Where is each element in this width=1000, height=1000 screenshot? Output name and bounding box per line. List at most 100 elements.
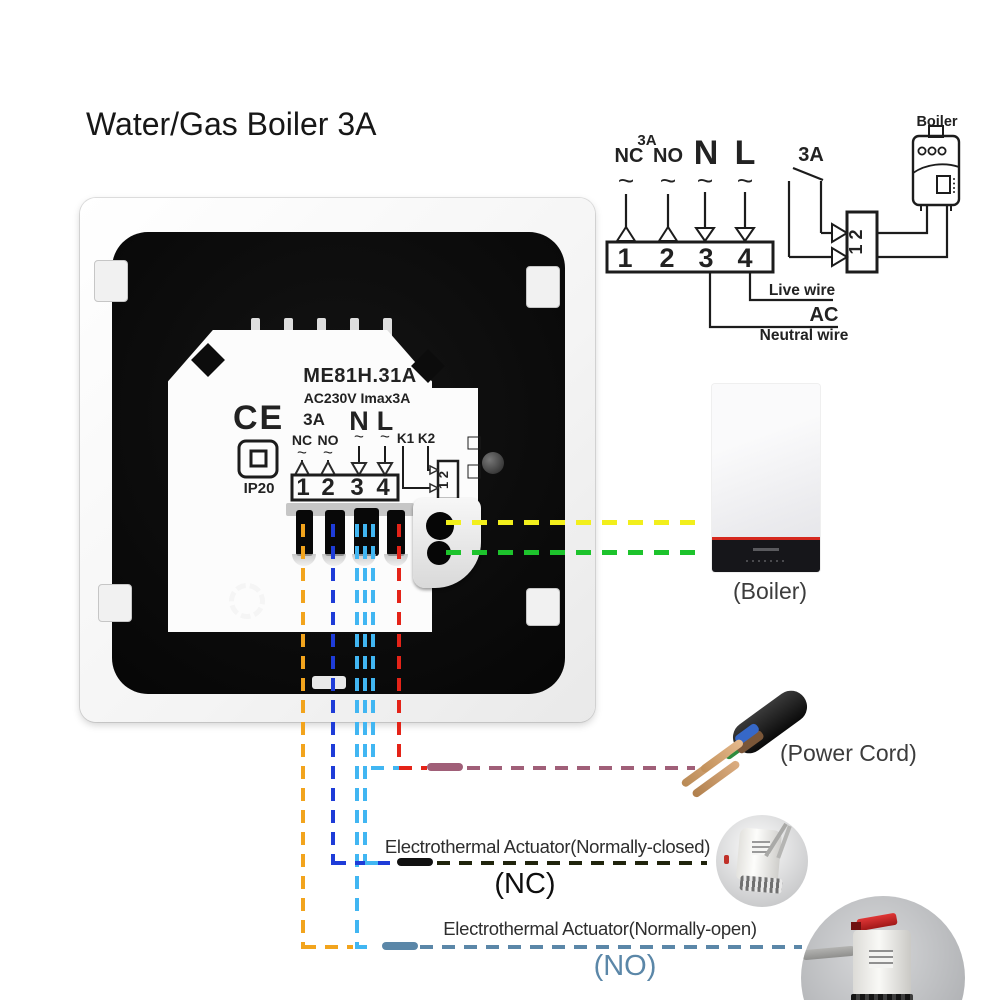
device-terminal-3: 3 (350, 474, 363, 501)
ac-tilde: ~ (354, 427, 364, 446)
mounting-tab (526, 588, 560, 626)
device-terminal-4: 4 (376, 474, 390, 501)
device-nc-label: NC (292, 432, 312, 448)
device-label-area (168, 330, 432, 632)
actuator-nc-title: Electrothermal Actuator(Normally-closed) (384, 836, 711, 857)
device-n-label: N (349, 406, 369, 436)
no-line-cyan-dash (355, 945, 367, 949)
ac-tilde: ~ (618, 165, 634, 196)
nc-line-blue-segment (333, 861, 395, 865)
terminal-2: 2 (659, 243, 674, 273)
bottom-clip (312, 676, 346, 689)
schematic-contact-rating: 3A (637, 132, 656, 149)
nc-line-connector (397, 858, 433, 866)
power-line-cyan-segment (371, 766, 400, 770)
power-cord-caption: (Power Cord) (780, 740, 917, 766)
boiler-red-stripe (712, 537, 820, 540)
device-rating: 3A (303, 410, 325, 429)
schematic-l-label: L (735, 134, 756, 172)
device-no-label: NO (318, 432, 339, 448)
terminal-3: 3 (698, 243, 713, 273)
power-line-connector (427, 763, 463, 771)
ac-label: AC (810, 304, 839, 326)
schematic-no-label: NO (653, 145, 683, 167)
wiring-schematic: NC 3A NO N L ~ ~ ~ ~ 1 2 3 4 Live wire A… (605, 114, 961, 344)
actuator-cable (801, 945, 857, 961)
switch-rating: 3A (798, 144, 824, 166)
terminal1-wire-orange (301, 524, 305, 949)
no-actuator-wire (420, 945, 802, 949)
actuator-spec-label (869, 950, 893, 968)
actuator-no-photo (801, 896, 965, 1000)
k2-wire-green (446, 550, 702, 555)
schematic-n-label: N (694, 134, 719, 172)
ac-tilde: ~ (323, 443, 333, 462)
class2-insulation-icon (237, 439, 279, 479)
slot-arch (384, 554, 408, 566)
ac-tilde: ~ (660, 165, 676, 196)
no-line-connector (382, 942, 418, 950)
actuator-nc-photo (716, 815, 808, 907)
wire-slot-2 (325, 510, 345, 556)
terminal3-wire-cyan (371, 524, 375, 770)
device-terminal-box (290, 473, 400, 502)
terminal-1: 1 (617, 243, 632, 273)
device-terminal-2: 2 (321, 474, 334, 501)
schematic-terminal-box (605, 240, 775, 274)
boiler-logo (753, 548, 779, 551)
device-power-rating: AC230V Imax3A (304, 390, 411, 406)
boiler-connector-label: 1 2 (846, 229, 866, 254)
wire-slot-4 (387, 510, 405, 556)
live-wire-label: Live wire (769, 282, 836, 299)
nc-actuator-wire (437, 861, 707, 865)
actuator-red-lever (856, 912, 898, 932)
schematic-nc-label: NC (615, 145, 644, 167)
boiler-photo (712, 384, 820, 572)
ac-tilde: ~ (697, 165, 713, 196)
device-model: ME81H.31A (303, 365, 416, 387)
screw-hole (482, 452, 504, 474)
boiler-control-panel (712, 540, 820, 572)
terminal2-wire-blue (331, 524, 335, 865)
ac-tilde: ~ (297, 443, 307, 462)
mounting-tab (94, 260, 128, 302)
actuator-nc-tag: (NC) (494, 868, 556, 900)
boiler-icon-label: Boiler (916, 114, 957, 130)
mounting-tab (98, 584, 132, 622)
device-connector-label: 1 2 (436, 471, 451, 489)
k1-hole (426, 512, 454, 540)
ip-rating: IP20 (244, 480, 275, 497)
actuator-red-mark (724, 855, 729, 864)
actuator-chrome-base (739, 875, 783, 894)
no-line-orange-segment (303, 945, 353, 949)
device-l-label: L (377, 406, 394, 436)
ce-mark: CE (233, 399, 284, 437)
terminal4-wire-red (397, 524, 401, 770)
mounting-tab (526, 266, 560, 308)
terminal3-wire-cyan (355, 524, 359, 949)
ac-tilde: ~ (737, 165, 753, 196)
actuator-no-tag: (NO) (593, 950, 657, 982)
boiler-connector-block (845, 210, 879, 274)
page-title: Water/Gas Boiler 3A (86, 106, 377, 142)
power-cord-wire (467, 766, 695, 770)
clip-mark (383, 318, 392, 342)
nc-line-cyan-dash (365, 861, 378, 865)
device-terminal-1: 1 (296, 474, 309, 501)
neutral-wire-label: Neutral wire (760, 327, 849, 344)
terminal3-wire-cyan (363, 524, 367, 865)
k1-k2-label: K1 K2 (397, 431, 435, 446)
thermostat-back-photo: ME81H.31A AC230V Imax3A CE 3A N L NC NO … (80, 198, 595, 722)
terminal-recess (286, 503, 414, 516)
terminal-4: 4 (737, 243, 752, 273)
ac-tilde: ~ (380, 427, 390, 446)
actuator-no-title: Electrothermal Actuator(Normally-open) (443, 918, 757, 939)
device-printed-label: ME81H.31A AC230V Imax3A CE 3A N L NC NO … (233, 365, 481, 502)
actuator-red-lever-tip (851, 922, 861, 930)
power-line-red-segment (399, 766, 427, 770)
k1-wire-yellow (446, 520, 702, 525)
boiler-buttons (746, 560, 786, 562)
boiler-icon (911, 125, 961, 211)
actuator-black-ribs (851, 994, 913, 1000)
